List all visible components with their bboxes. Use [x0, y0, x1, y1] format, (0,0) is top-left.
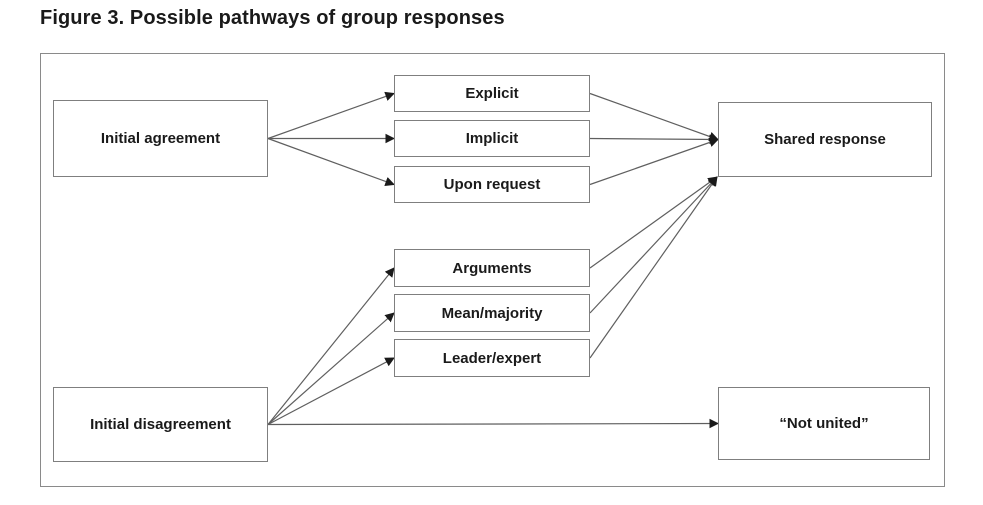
- edge-explicit-shared_response: [589, 92, 719, 142]
- node-implicit: Implicit: [394, 120, 590, 157]
- edge-initial_disagreement-not_united: [267, 418, 719, 429]
- node-shared-response: Shared response: [718, 102, 932, 177]
- edge-upon_request-shared_response: [589, 137, 719, 186]
- node-upon-request: Upon request: [394, 166, 590, 203]
- edge-initial_disagreement-mean_majority: [267, 312, 395, 425]
- edge-initial_agreement-explicit: [267, 91, 395, 140]
- edge-mean_majority-shared_response: [589, 176, 718, 314]
- node-explicit: Explicit: [394, 75, 590, 112]
- figure-title-prefix: Figure 3.: [40, 7, 125, 29]
- edge-leader_expert-shared_response: [589, 176, 718, 359]
- edge-initial_disagreement-leader_expert: [267, 357, 395, 426]
- figure-title-text: Possible pathways of group responses: [124, 7, 505, 29]
- figure-title: Figure 3. Possible pathways of group res…: [40, 7, 505, 30]
- node-not-united: “Not united”: [718, 387, 930, 460]
- node-mean-majority: Mean/majority: [394, 294, 590, 332]
- node-leader-expert: Leader/expert: [394, 339, 590, 377]
- node-arguments: Arguments: [394, 249, 590, 287]
- edge-implicit-shared_response: [589, 134, 719, 145]
- edge-initial_disagreement-arguments: [267, 267, 395, 425]
- edge-arguments-shared_response: [589, 176, 718, 269]
- node-initial-disagreement: Initial disagreement: [53, 387, 268, 462]
- edge-initial_agreement-upon_request: [267, 137, 395, 187]
- node-initial-agreement: Initial agreement: [53, 100, 268, 177]
